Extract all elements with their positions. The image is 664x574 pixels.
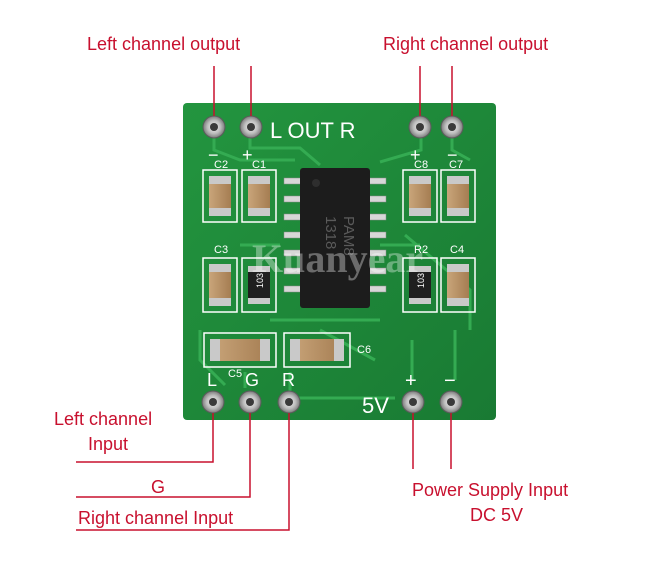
- silk-c1: C1: [252, 159, 266, 171]
- label-power-2: DC 5V: [470, 505, 524, 525]
- silk-c3: C3: [214, 244, 228, 256]
- watermark: Kuanyear: [252, 236, 423, 281]
- silk-r2: R2: [414, 244, 428, 256]
- silk-pin-g: G: [245, 370, 259, 390]
- silk-out-label: L OUT R: [270, 118, 356, 143]
- label-left-input-2: Input: [88, 434, 129, 454]
- bottom-pads: [201, 390, 463, 414]
- silk-plus-right: +: [410, 145, 421, 165]
- silk-minus-power: −: [444, 370, 456, 392]
- silk-pin-r: R: [282, 370, 295, 390]
- ic-text-1: PAM8: [340, 216, 357, 256]
- components: [202, 169, 476, 368]
- label-power-1: Power Supply Input: [412, 480, 569, 500]
- silk-plus-left: +: [242, 145, 253, 165]
- silk-c5: C5: [228, 368, 242, 380]
- silk-c7: C7: [449, 159, 463, 171]
- label-right-output: Right channel output: [383, 34, 549, 54]
- silk-r2-code: 103: [416, 273, 426, 288]
- callout-lines: [76, 66, 453, 531]
- silk-plus-power: +: [405, 370, 417, 392]
- ic-text-2: 1318: [322, 216, 339, 249]
- pcb-traces: [198, 125, 472, 400]
- silk-minus-left: −: [208, 145, 219, 165]
- ic-dot: [312, 179, 320, 187]
- label-left-output: Left channel output: [87, 34, 241, 54]
- silk-r1-code: 103: [255, 273, 265, 288]
- ic-pins: [283, 177, 387, 293]
- silk-c6: C6: [357, 344, 371, 356]
- ic-chip: [300, 168, 370, 308]
- silk-minus-right: −: [447, 145, 458, 165]
- label-right-input: Right channel Input: [78, 508, 234, 528]
- silk-pin-l: L: [207, 370, 217, 390]
- silk-c2: C2: [214, 159, 228, 171]
- label-left-input-1: Left channel: [54, 409, 153, 429]
- label-ground: G: [151, 477, 166, 497]
- silk-5v: 5V: [362, 393, 389, 418]
- silk-c4: C4: [450, 244, 464, 256]
- silk-c8: C8: [414, 159, 428, 171]
